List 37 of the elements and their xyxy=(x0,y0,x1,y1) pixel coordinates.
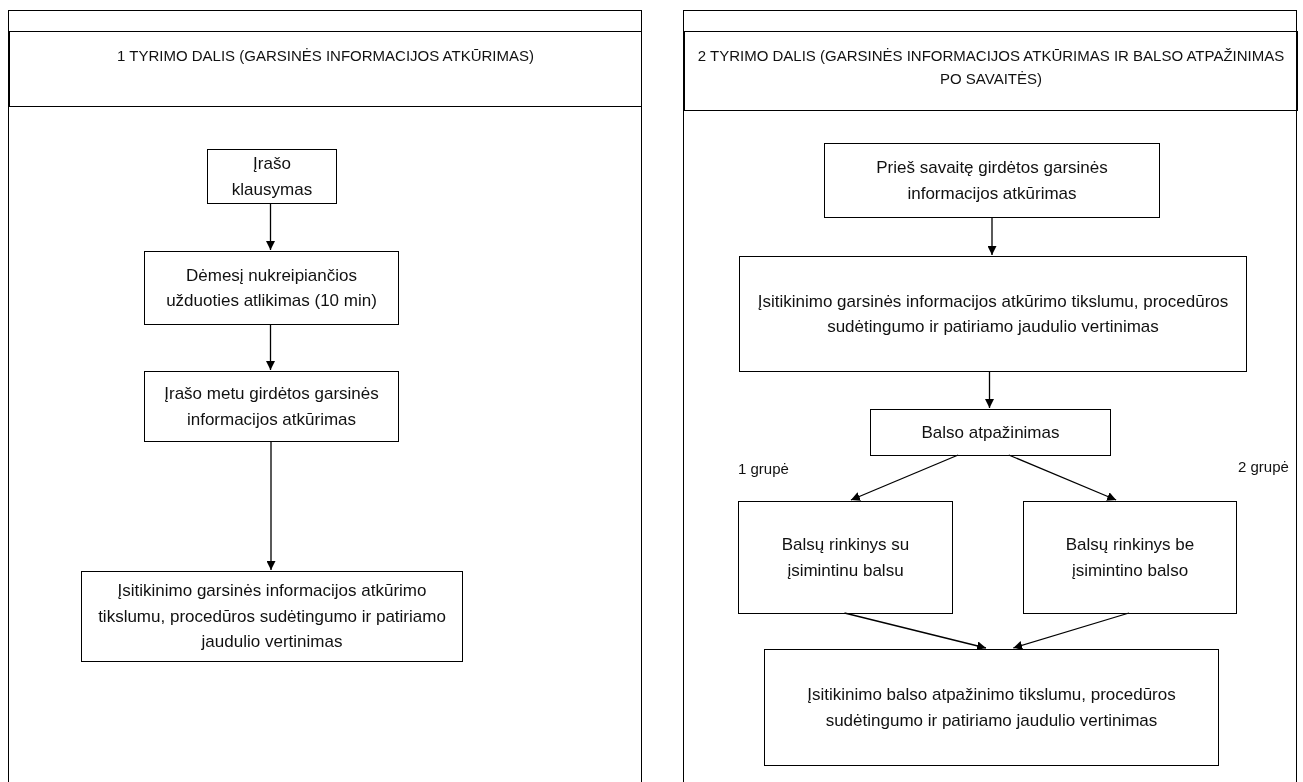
arrow xyxy=(1012,612,1130,650)
process-box xyxy=(870,409,1111,456)
process-box xyxy=(739,256,1247,372)
section-title: 1 TYRIMO DALIS (GARSINĖS INFORMACIJOS ATKŪRIMAS) xyxy=(116,46,535,66)
group-label: 1 grupė xyxy=(738,460,789,477)
section-title: 2 TYRIMO DALIS (GARSINĖS INFORMACIJOS ATKŪRIMAS IR BALSO ATPAŽINIMAS PO SAVAITĖS) xyxy=(696,46,1286,90)
step-text: Dėmesį nukreipiančios užduoties atlikimas (10 min) xyxy=(165,264,378,312)
step-text: Įsitikinimo balso atpažinimo tikslumu, procedūros sudėtingumo ir patiriamo jaudulio vertinimas xyxy=(806,684,1177,732)
step-text: Balsų rinkinys be įsimintino balso xyxy=(1064,534,1196,582)
section-header xyxy=(684,31,1298,111)
step-text: Įrašo klausymas xyxy=(230,153,314,201)
step-text: Prieš savaitę girdėtos garsinės informacijos atkūrimas xyxy=(875,157,1109,205)
process-box xyxy=(144,251,399,325)
arrow xyxy=(1008,454,1117,501)
process-box xyxy=(1023,501,1237,614)
arrow xyxy=(266,202,275,251)
process-box xyxy=(207,149,337,204)
section-panel xyxy=(683,10,1297,782)
step-text: Balsų rinkinys su įsimintinu balsu xyxy=(780,534,911,582)
arrow xyxy=(843,612,987,651)
step-text: Įrašo metu girdėtos garsinės informacijos atkūrimas xyxy=(163,383,380,431)
arrow xyxy=(985,370,994,409)
step-text: Balso atpažinimas xyxy=(920,421,1061,444)
process-box xyxy=(764,649,1219,766)
arrow xyxy=(266,440,276,571)
step-text: Įsitikinimo garsinės informacijos atkūrimo tikslumu, procedūros sudėtingumo ir patiriamo jaudulio vertinimas xyxy=(756,290,1230,338)
process-box xyxy=(738,501,953,614)
group-label: 2 grupė xyxy=(1238,458,1289,475)
process-box xyxy=(144,371,399,442)
arrow xyxy=(850,454,959,501)
process-box xyxy=(81,571,463,662)
section-header xyxy=(9,31,642,107)
process-box xyxy=(824,143,1160,218)
section-panel xyxy=(8,10,642,782)
arrow xyxy=(987,216,997,256)
step-text: Įsitikinimo garsinės informacijos atkūrimo tikslumu, procedūros sudėtingumo ir patiriamo jaudulio vertinimas xyxy=(97,580,447,654)
arrow xyxy=(266,323,275,371)
